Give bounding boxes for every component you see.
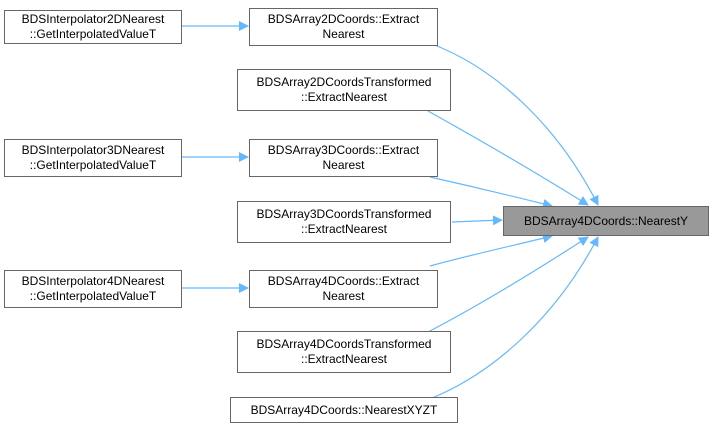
node-array4d-extract[interactable]: BDSArray4DCoords::Extract Nearest <box>249 270 438 308</box>
node-array3d-transformed[interactable]: BDSArray3DCoordsTransformed ::ExtractNea… <box>237 201 451 243</box>
node-label-line: BDSArray3DCoords::Extract <box>267 143 420 157</box>
node-array3d-extract[interactable]: BDSArray3DCoords::Extract Nearest <box>249 139 438 177</box>
node-array2d-extract[interactable]: BDSArray2DCoords::Extract Nearest <box>249 8 438 46</box>
node-label-line: ::GetInterpolatedValueT <box>29 158 157 172</box>
edge-array2d-transformed-to-target <box>427 110 589 206</box>
node-label-line: BDSArray2DCoordsTransformed <box>256 75 432 89</box>
node-array2d-transformed[interactable]: BDSArray2DCoordsTransformed ::ExtractNea… <box>237 69 451 111</box>
node-interp3d[interactable]: BDSInterpolator3DNearest ::GetInterpolat… <box>4 139 182 177</box>
edge-array4d-transformed-to-target <box>427 236 589 333</box>
node-target-nearest-y: BDSArray4DCoords::NearestY <box>503 206 709 236</box>
node-label-line: Nearest <box>322 27 365 41</box>
node-label-line: ::GetInterpolatedValueT <box>29 27 157 41</box>
node-label-line: ::ExtractNearest <box>300 90 388 104</box>
node-label-line: Nearest <box>322 158 365 172</box>
node-label-line: Nearest <box>322 289 365 303</box>
node-label-line: BDSArray2DCoords::Extract <box>267 12 420 26</box>
node-interp4d[interactable]: BDSInterpolator4DNearest ::GetInterpolat… <box>4 270 182 308</box>
node-label-line: BDSArray3DCoordsTransformed <box>256 207 432 221</box>
node-label-line: BDSArray4DCoords::NearestXYZT <box>250 402 438 417</box>
node-label-line: ::ExtractNearest <box>300 352 388 366</box>
node-label-line: BDSInterpolator3DNearest <box>21 143 165 157</box>
node-label-line: BDSInterpolator4DNearest <box>21 274 165 288</box>
node-label-line: BDSInterpolator2DNearest <box>21 12 165 26</box>
node-label-line: BDSArray4DCoords::NearestY <box>523 213 689 228</box>
node-label-line: BDSArray4DCoordsTransformed <box>256 337 432 351</box>
node-label-line: ::ExtractNearest <box>300 222 388 236</box>
node-array4d-transformed[interactable]: BDSArray4DCoordsTransformed ::ExtractNea… <box>237 331 451 373</box>
node-nearest-xyzt[interactable]: BDSArray4DCoords::NearestXYZT <box>230 397 458 423</box>
edge-array3d-extract-to-target <box>429 176 553 209</box>
edge-array3d-transformed-to-target <box>451 215 503 226</box>
node-label-line: BDSArray4DCoords::Extract <box>267 274 420 288</box>
edge-nearest-xyzt-to-target <box>431 236 599 399</box>
node-label-line: ::GetInterpolatedValueT <box>29 289 157 303</box>
edge-array4d-extract-to-target <box>429 233 553 267</box>
node-interp2d[interactable]: BDSInterpolator2DNearest ::GetInterpolat… <box>4 10 182 44</box>
edge-array2d-extract-to-target <box>431 43 599 206</box>
